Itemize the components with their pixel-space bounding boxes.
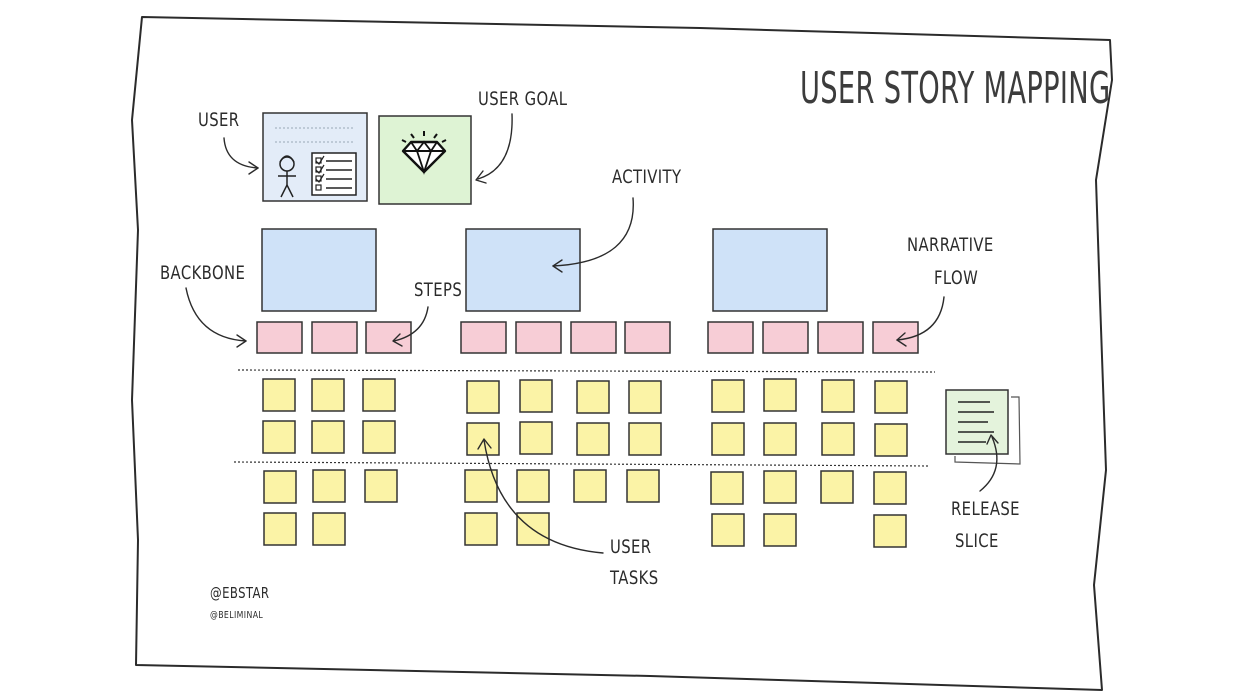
task-card [628, 422, 662, 456]
task-card [464, 469, 498, 503]
step-card [624, 321, 671, 354]
task-card [466, 380, 500, 414]
user-arrow [223, 137, 259, 169]
tasks-arrow [483, 439, 604, 554]
user-tasks [262, 378, 908, 548]
task-card [763, 513, 797, 547]
step-card [570, 321, 617, 354]
backbone-label: Backbone [160, 262, 246, 284]
goal-card [378, 115, 472, 205]
goal-arrow-head [475, 170, 487, 184]
task-card [362, 420, 396, 454]
task-card [820, 470, 854, 504]
narrative-label: narrative [907, 234, 994, 256]
step-card [707, 321, 754, 354]
user-label: User [198, 109, 240, 131]
step-card [311, 321, 358, 354]
task-card [312, 512, 346, 546]
step-card [460, 321, 507, 354]
task-card [763, 378, 797, 412]
page-title: User story mapping [800, 63, 1111, 114]
backbone-arrow [185, 287, 247, 342]
step-card [256, 321, 303, 354]
task-card [711, 513, 745, 547]
diamond-icon [401, 131, 447, 175]
task-card [874, 380, 908, 414]
narrative-arrow-head [896, 332, 907, 347]
release-label: release [951, 498, 1020, 520]
task-card [516, 469, 550, 503]
task-card [874, 423, 908, 457]
backbone-arrow-head [236, 334, 247, 348]
flow-label: flow [934, 267, 979, 289]
user-tasks-label-line2: tasks [610, 567, 659, 589]
task-card [873, 514, 907, 548]
task-card [311, 378, 345, 412]
activity-arrow [552, 197, 634, 267]
persona-card-icon [262, 112, 368, 202]
task-card [711, 379, 745, 413]
activity-arrow-head [552, 259, 563, 273]
task-card [628, 380, 662, 414]
user-goal-label: User Goal [478, 88, 568, 110]
steps-row [256, 321, 919, 354]
task-card [364, 469, 398, 503]
task-card [821, 379, 855, 413]
task-card [763, 470, 797, 504]
activity-card [261, 228, 377, 312]
activity-label: Activity [612, 166, 682, 188]
site-credit: @beliminal [210, 610, 264, 621]
release-divider [233, 461, 931, 467]
steps-arrow [393, 306, 429, 342]
task-card [263, 470, 297, 504]
release-arrow-head [986, 434, 999, 445]
task-card [763, 422, 797, 456]
task-card [821, 422, 855, 456]
task-card [519, 379, 553, 413]
task-card [710, 471, 744, 505]
task-card [711, 422, 745, 456]
release-divider [237, 369, 936, 373]
steps-label: Steps [414, 279, 463, 301]
user-tasks-label-line1: User [610, 536, 652, 558]
step-card [817, 321, 864, 354]
task-card [464, 512, 498, 546]
task-card [466, 422, 500, 456]
task-card [262, 420, 296, 454]
step-card [762, 321, 809, 354]
task-card [362, 378, 396, 412]
task-card [312, 469, 346, 503]
slice-label: slice [955, 530, 999, 552]
task-card [519, 421, 553, 455]
task-card [576, 380, 610, 414]
release-arrow [979, 436, 998, 492]
task-card [576, 422, 610, 456]
tasks-arrow-head [477, 438, 492, 450]
activity-card [712, 228, 828, 312]
document-icon [945, 389, 1021, 465]
steps-arrow-head [392, 333, 403, 347]
sheet-outline [131, 16, 1113, 691]
task-card [873, 471, 907, 505]
task-card [573, 469, 607, 503]
step-card [515, 321, 562, 354]
narrative-arrow [896, 296, 945, 341]
author-credit: @ebstar [210, 584, 270, 602]
task-card [262, 378, 296, 412]
task-card [311, 420, 345, 454]
activity-card [465, 228, 581, 312]
task-card [263, 512, 297, 546]
goal-arrow [477, 113, 513, 180]
task-card [626, 469, 660, 503]
user-arrow-head [248, 161, 259, 175]
